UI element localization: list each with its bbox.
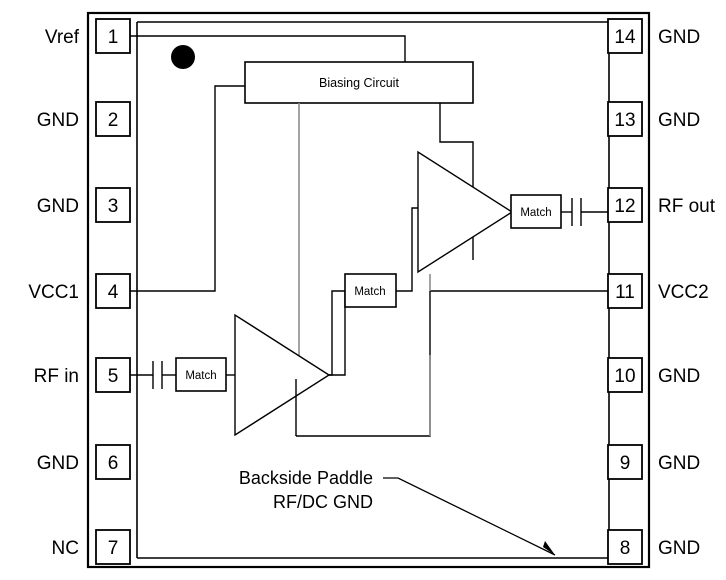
biasing-circuit-label: Biasing Circuit xyxy=(319,76,399,90)
pin-number-3: 3 xyxy=(108,196,119,217)
pin-number-9: 9 xyxy=(620,453,631,474)
match-block-input[interactable] xyxy=(175,357,227,392)
pin-label-vref: Vref xyxy=(45,27,80,48)
paddle-annotation-line1: Backside Paddle xyxy=(239,468,373,488)
pin-box-12[interactable] xyxy=(607,187,643,223)
paddle-annotation-line2: RF/DC GND xyxy=(273,492,373,512)
pin-box-4[interactable] xyxy=(95,273,131,309)
pin1-orientation-dot xyxy=(171,45,195,69)
wire-inner-lower-box xyxy=(296,291,431,437)
wire-vcc1-to-bias xyxy=(130,85,245,292)
pin-label-gnd-8: GND xyxy=(658,538,700,559)
pin-label-rf-in: RF in xyxy=(34,366,79,387)
pin-label-gnd-14: GND xyxy=(658,27,700,48)
pin-box-7[interactable] xyxy=(95,529,131,565)
pin-box-13[interactable] xyxy=(607,101,643,137)
pin-group-left xyxy=(95,18,131,565)
wire-vref-to-bias xyxy=(130,35,406,62)
wire-interstage-match-to-amp2 xyxy=(396,207,418,292)
pin-number-12: 12 xyxy=(614,196,635,217)
pin-label-rf-out: RF out xyxy=(658,196,716,217)
pin-number-11: 11 xyxy=(615,282,635,303)
match-label-interstage: Match xyxy=(354,286,385,298)
pin-box-14[interactable] xyxy=(607,18,643,54)
pin-number-1: 1 xyxy=(108,27,119,48)
pin-label-gnd-3: GND xyxy=(37,196,79,217)
match-label-input: Match xyxy=(185,370,216,382)
paddle-arrow-head xyxy=(543,541,555,555)
pin-box-8[interactable] xyxy=(607,529,643,565)
amplifier-output-stage[interactable] xyxy=(417,150,514,274)
pin-number-13: 13 xyxy=(614,110,635,131)
pin-number-10: 10 xyxy=(614,366,635,387)
pin-box-1[interactable] xyxy=(95,18,131,54)
amplifier-input-stage[interactable] xyxy=(234,313,331,437)
pin-number-2: 2 xyxy=(108,110,119,131)
pin-label-gnd-2: GND xyxy=(37,110,79,131)
pin-number-8: 8 xyxy=(620,538,631,559)
pin-label-gnd-10: GND xyxy=(658,366,700,387)
paddle-leader-line xyxy=(383,477,556,556)
pin-label-vcc2: VCC2 xyxy=(658,282,709,303)
pin-box-3[interactable] xyxy=(95,187,131,223)
pin-number-4: 4 xyxy=(108,282,119,303)
package-outline xyxy=(86,11,651,569)
pin-label-gnd-13: GND xyxy=(658,110,700,131)
pin-box-2[interactable] xyxy=(95,101,131,137)
pin-label-gnd-6: GND xyxy=(37,453,79,474)
biasing-circuit-block[interactable] xyxy=(244,61,474,104)
pin-number-7: 7 xyxy=(108,538,119,559)
match-block-interstage[interactable] xyxy=(344,273,397,308)
pin-label-nc: NC xyxy=(52,538,79,559)
pin-box-11[interactable] xyxy=(607,273,643,309)
pin-number-5: 5 xyxy=(108,366,119,387)
pin-number-14: 14 xyxy=(614,27,636,48)
pin-box-9[interactable] xyxy=(607,444,643,480)
match-label-output: Match xyxy=(520,207,551,219)
pin-label-vcc1: VCC1 xyxy=(28,282,79,303)
pin-box-6[interactable] xyxy=(95,444,131,480)
pin-group-right xyxy=(607,18,643,565)
wire-amp1-to-interstage-match xyxy=(329,290,345,376)
pin-box-10[interactable] xyxy=(607,357,643,393)
wire-amp1-out-to-match-mid xyxy=(329,291,346,376)
pin-label-gnd-9: GND xyxy=(658,453,700,474)
pin-number-6: 6 xyxy=(108,453,119,474)
